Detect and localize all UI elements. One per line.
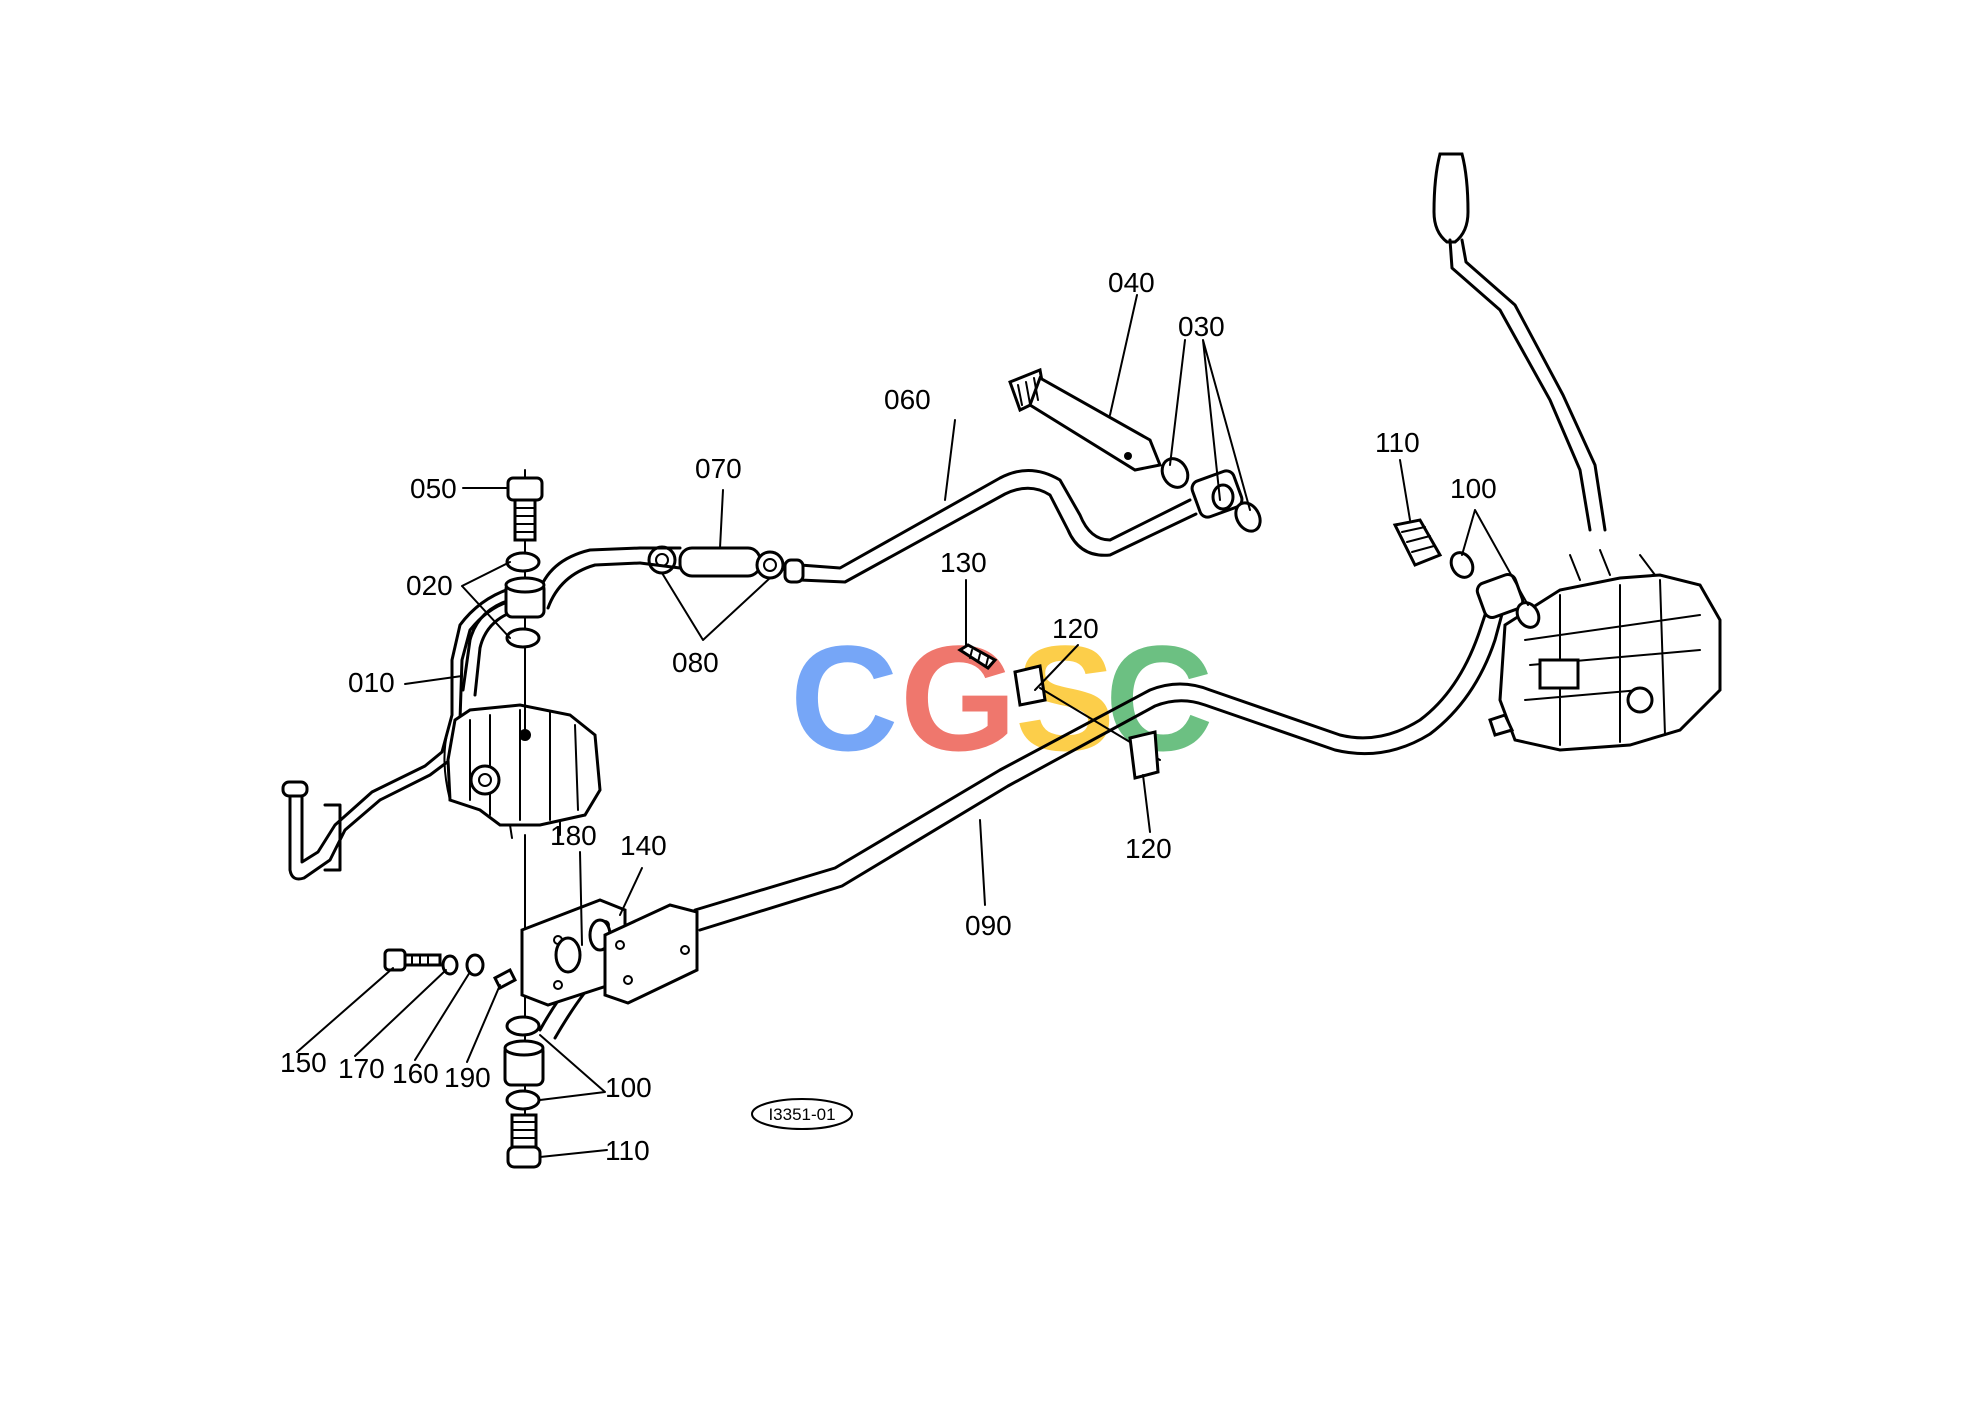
pipe-010-inlet	[281, 780, 309, 798]
label-190: 190	[444, 1062, 491, 1093]
drawing-code: I3351-01	[768, 1105, 835, 1124]
adapter-040	[1008, 367, 1163, 472]
leader-lines	[296, 294, 1529, 1158]
seal-washer-100-bottom-upper	[505, 1015, 541, 1037]
label-050: 050	[410, 473, 457, 504]
label-150: 150	[280, 1047, 327, 1078]
adapter-110-bottom	[506, 1113, 542, 1169]
bolt-130	[957, 643, 998, 670]
clamp-120-bottom	[1128, 730, 1160, 780]
watermark-letter-c1: C	[790, 614, 898, 782]
hydraulic-pump	[443, 703, 602, 839]
part-labels: 050 020 010 070 080 060 040 030 110 100 …	[280, 267, 1497, 1166]
bolt-150	[383, 948, 442, 972]
label-120-bottom: 120	[1125, 833, 1172, 864]
banjo-bolt-050	[506, 476, 544, 542]
label-120-top: 120	[1052, 613, 1099, 644]
label-110-top: 110	[1375, 427, 1420, 458]
label-170: 170	[338, 1053, 385, 1084]
control-valve	[1432, 152, 1722, 752]
label-180: 180	[550, 820, 597, 851]
label-010: 010	[348, 667, 395, 698]
seal-washer-020-lower	[505, 627, 541, 649]
label-130: 130	[940, 547, 987, 578]
label-080: 080	[672, 647, 719, 678]
adapter-110-top	[1392, 518, 1443, 567]
label-020: 020	[406, 570, 453, 601]
label-160: 160	[392, 1058, 439, 1089]
label-140: 140	[620, 830, 667, 861]
seal-washer-100-bottom-lower	[505, 1089, 541, 1111]
seal-washer-020-upper	[505, 551, 541, 573]
o-ring-180	[554, 936, 582, 974]
watermark-letter-c2: C	[1105, 614, 1213, 782]
seal-washer-030-upper	[1160, 457, 1190, 489]
pipe-060	[536, 468, 1198, 610]
screw-190	[493, 967, 517, 991]
flange-block-140	[603, 903, 699, 1005]
pipe-090	[693, 598, 1507, 932]
seal-washer-100-top-upper	[1449, 551, 1475, 579]
label-090: 090	[965, 910, 1012, 941]
watermark-letter-g: G	[900, 614, 1017, 782]
drawing-code-badge: I3351-01	[751, 1098, 853, 1130]
label-100-bottom: 100	[605, 1072, 652, 1103]
banjo-fitting-upper-right	[1190, 469, 1244, 519]
hose-clamp-080-left	[647, 545, 677, 575]
label-100-top: 100	[1450, 473, 1497, 504]
banjo-fitting	[504, 576, 546, 619]
label-030: 030	[1178, 311, 1225, 342]
washer-160	[465, 953, 485, 977]
seal-washer-100-top-lower	[1515, 601, 1541, 629]
hose-clamp-080-right	[755, 550, 805, 584]
label-110-bottom: 110	[605, 1135, 650, 1166]
label-070: 070	[695, 453, 742, 484]
label-060: 060	[884, 384, 931, 415]
label-040: 040	[1108, 267, 1155, 298]
clamp-120-top	[1013, 664, 1047, 707]
connector-block	[520, 898, 627, 1007]
banjo-fitting-lower	[503, 1039, 545, 1087]
watermark: C G S C	[790, 614, 1213, 782]
seal-washer-030-lower	[1234, 501, 1262, 533]
